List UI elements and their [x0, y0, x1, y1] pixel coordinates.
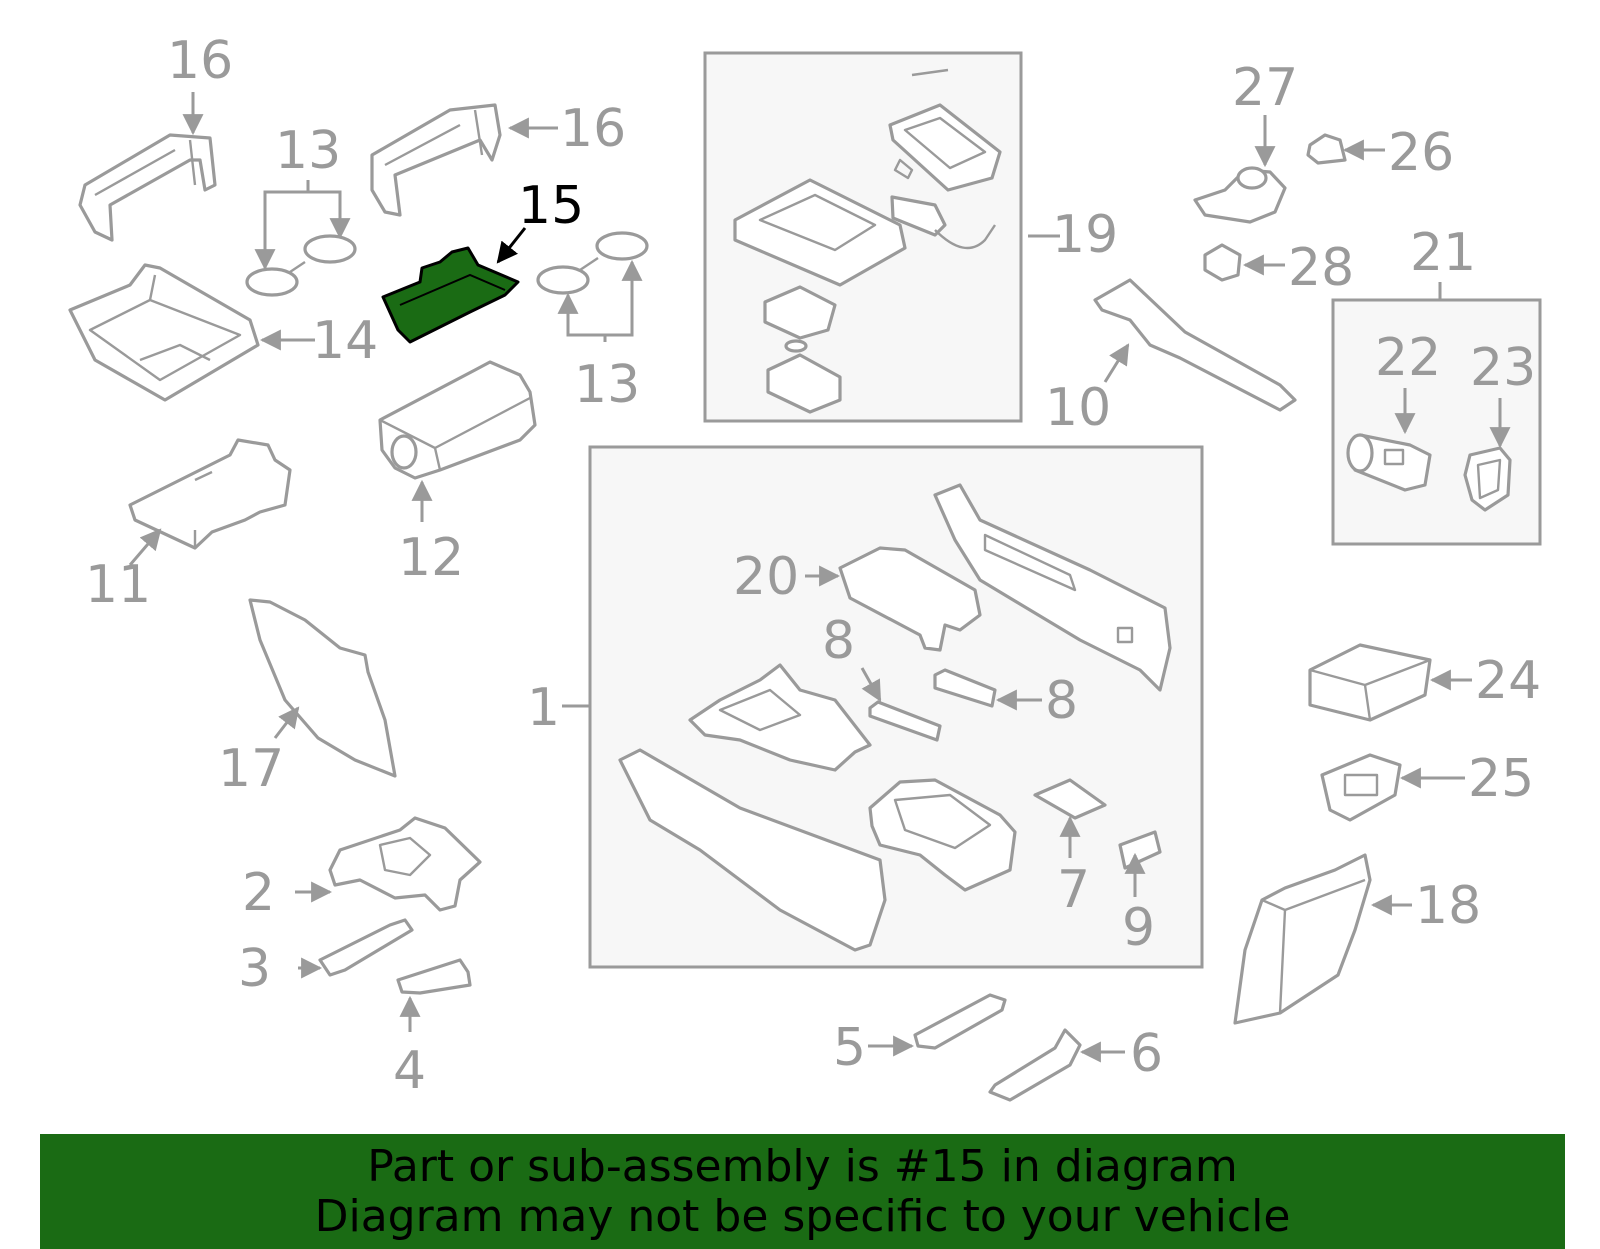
part-10[interactable] [1093, 278, 1297, 412]
label-24: 24 [1475, 651, 1541, 711]
part-1-console-rear[interactable] [933, 483, 1172, 692]
label-4: 4 [393, 1041, 426, 1101]
label-22: 22 [1375, 328, 1441, 388]
label-25: 25 [1468, 749, 1534, 809]
label-28: 28 [1288, 238, 1354, 298]
part-19[interactable] [733, 68, 1002, 414]
label-16-right: 16 [560, 99, 626, 159]
label-14: 14 [312, 311, 378, 371]
part-22[interactable] [1346, 433, 1432, 492]
part-1-console-side[interactable] [618, 748, 887, 952]
part-8-lower[interactable] [868, 700, 942, 742]
label-2: 2 [242, 863, 275, 923]
part-26[interactable] [1306, 133, 1347, 165]
part-7[interactable] [1033, 778, 1107, 820]
part-5[interactable] [913, 993, 1007, 1050]
part-14[interactable] [68, 263, 260, 402]
label-13-left: 13 [275, 121, 341, 181]
part-23[interactable] [1463, 446, 1512, 512]
part-16-right[interactable] [370, 103, 502, 217]
part-2[interactable] [328, 816, 482, 912]
part-3[interactable] [318, 918, 414, 977]
label-7: 7 [1057, 860, 1090, 920]
part-25[interactable] [1320, 753, 1402, 822]
label-20: 20 [733, 547, 799, 607]
part-27[interactable] [1193, 166, 1287, 224]
label-16-left: 16 [167, 31, 233, 91]
label-3: 3 [238, 939, 271, 999]
part-11[interactable] [128, 438, 292, 550]
label-5: 5 [833, 1018, 866, 1078]
label-23: 23 [1470, 338, 1536, 398]
assembly-1-box [588, 445, 1204, 969]
part-13-right[interactable] [536, 231, 649, 295]
label-8-left: 8 [822, 611, 855, 671]
part-15[interactable] [381, 246, 520, 344]
label-13-right: 13 [574, 355, 640, 415]
part-12[interactable] [378, 360, 537, 480]
label-6: 6 [1130, 1024, 1163, 1084]
banner-line-2: Diagram may not be specific to your vehi… [314, 1191, 1291, 1242]
label-9: 9 [1122, 898, 1155, 958]
part-6[interactable] [988, 1028, 1082, 1102]
label-18: 18 [1415, 876, 1481, 936]
part-13-left[interactable] [245, 234, 357, 297]
part-8-upper[interactable] [933, 668, 997, 708]
part-4[interactable] [396, 958, 472, 995]
label-10: 10 [1045, 378, 1111, 438]
part-24[interactable] [1308, 643, 1432, 722]
part-17[interactable] [248, 598, 397, 778]
part-20[interactable] [838, 546, 982, 652]
label-1: 1 [527, 678, 560, 738]
part-1-bin[interactable] [868, 778, 1017, 892]
part-1-shift-bezel[interactable] [688, 663, 872, 772]
label-27: 27 [1232, 58, 1298, 118]
assembly-21-box [1331, 298, 1542, 546]
label-8-right: 8 [1045, 671, 1078, 731]
label-26: 26 [1388, 123, 1454, 183]
banner-line-1: Part or sub-assembly is #15 in diagram [367, 1141, 1238, 1192]
label-12: 12 [398, 528, 464, 588]
label-11: 11 [85, 555, 151, 615]
part-18[interactable] [1233, 853, 1372, 1025]
info-banner: Part or sub-assembly is #15 in diagram D… [40, 1134, 1565, 1249]
label-19: 19 [1052, 205, 1118, 265]
part-28[interactable] [1203, 243, 1242, 282]
label-17: 17 [218, 739, 284, 799]
label-21: 21 [1410, 223, 1476, 283]
label-15: 15 [518, 176, 584, 236]
part-16-left[interactable] [78, 133, 217, 242]
